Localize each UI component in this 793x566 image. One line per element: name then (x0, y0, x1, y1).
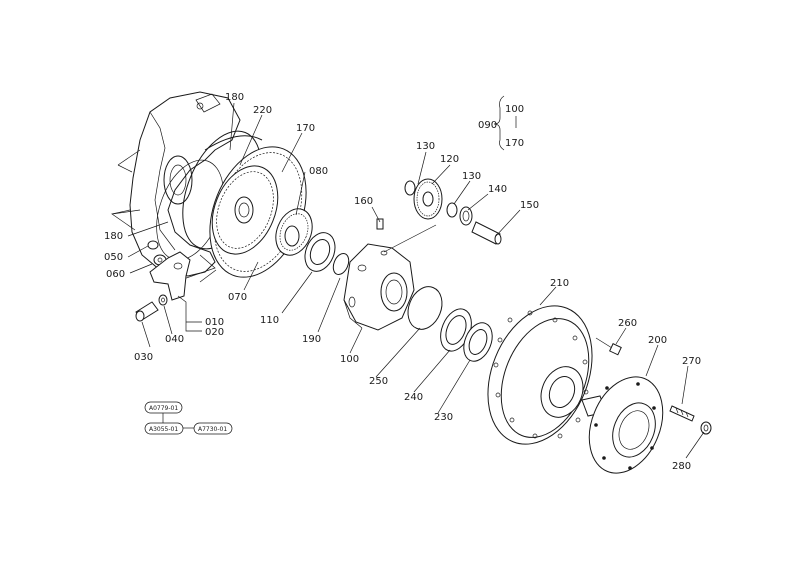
callout-240: 240 (404, 392, 423, 403)
needle-bearing-140 (459, 206, 473, 226)
callout-280: 280 (672, 461, 691, 472)
callout-120: 120 (440, 154, 459, 165)
callout-030: 030 (134, 352, 153, 363)
bolt-260 (595, 337, 622, 356)
callout-labels: 180 220 170 080 180 050 060 070 110 190 … (104, 92, 701, 472)
callout-180a: 180 (225, 92, 244, 103)
callout-170: 170 (296, 123, 315, 134)
planet-gear-120 (413, 178, 443, 220)
thrust-washer-130a (404, 180, 416, 196)
callout-130a: 130 (416, 141, 435, 152)
callout-010: 010 (205, 317, 224, 328)
axle-housing-210 (487, 305, 593, 445)
callout-150: 150 (520, 200, 539, 211)
oil-seal-230 (463, 322, 493, 362)
callout-range-170: 170 (505, 138, 524, 149)
callout-230: 230 (434, 412, 453, 423)
callout-090: 090 (478, 120, 497, 131)
nut-280 (700, 421, 712, 435)
transmission-housing (111, 91, 263, 283)
snap-ring-250 (407, 286, 443, 330)
callout-180b: 180 (104, 231, 123, 242)
callout-190: 190 (302, 334, 321, 345)
callout-range-100: 100 (505, 104, 524, 115)
callout-050: 050 (104, 252, 123, 263)
callout-160: 160 (354, 196, 373, 207)
reference-box-3: A7730-01 (198, 426, 227, 433)
callout-040: 040 (165, 334, 184, 345)
planet-carrier-100 (343, 243, 415, 331)
callout-100: 100 (340, 354, 359, 365)
reference-box-1: A0779-01 (149, 405, 178, 412)
callout-110: 110 (260, 315, 279, 326)
oil-seal-110 (304, 232, 336, 272)
callout-250: 250 (369, 376, 388, 387)
cap-screw-050 (147, 240, 159, 250)
callout-270: 270 (682, 356, 701, 367)
washer-040 (158, 294, 168, 306)
lever-010 (149, 251, 191, 301)
callout-020: 020 (205, 327, 224, 338)
thrust-washer-130b (446, 202, 458, 218)
callout-080: 080 (309, 166, 328, 177)
reference-boxes: A0779-01 A3055-01 A7730-01 (144, 401, 233, 435)
callout-130b: 130 (462, 171, 481, 182)
reference-box-2: A3055-01 (149, 426, 178, 433)
pin-160 (376, 218, 384, 230)
leader-lines (111, 95, 705, 459)
callout-210: 210 (550, 278, 569, 289)
stud-bolt-270 (669, 405, 695, 422)
bolt-030 (135, 301, 159, 322)
callout-060: 060 (106, 269, 125, 280)
callout-260: 260 (618, 318, 637, 329)
axle-flange-200 (581, 376, 664, 474)
callout-070: 070 (228, 292, 247, 303)
snap-ring-190 (332, 252, 350, 276)
callout-200: 200 (648, 335, 667, 346)
callout-140: 140 (488, 184, 507, 195)
callout-220: 220 (253, 105, 272, 116)
ring-gear-assembly (209, 146, 313, 278)
planet-shaft-150 (471, 221, 502, 245)
